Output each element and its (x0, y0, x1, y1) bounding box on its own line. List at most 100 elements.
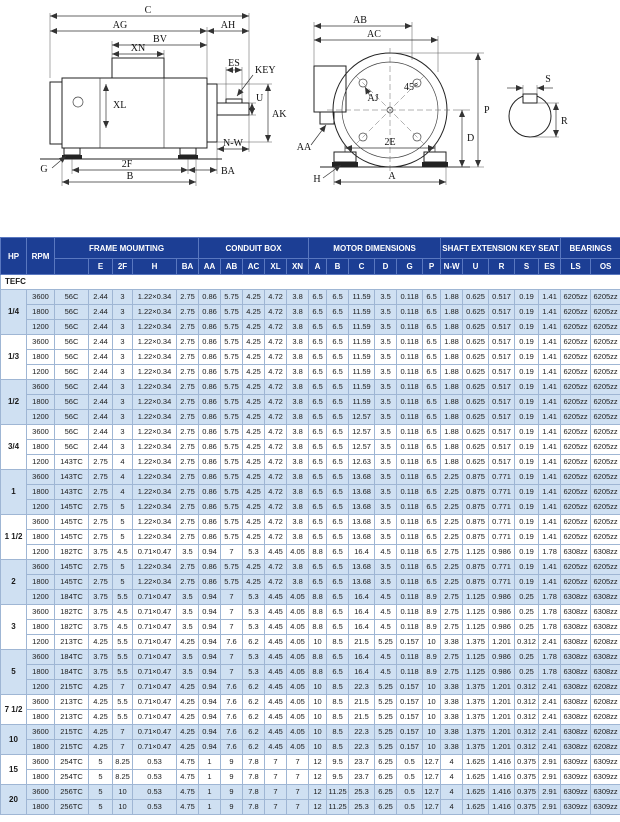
value-cell: 1.201 (488, 709, 516, 725)
value-cell: 6308zz (590, 619, 620, 635)
value-cell: 9 (220, 769, 244, 785)
value-cell: 4.25 (242, 484, 266, 500)
value-cell: 0.517 (488, 409, 516, 425)
value-cell: 1.22×0.34 (132, 394, 177, 410)
value-cell: 0.86 (198, 529, 222, 545)
value-cell: 0.86 (198, 469, 222, 485)
value-cell: 11.59 (348, 334, 376, 350)
value-cell: 0.94 (198, 619, 222, 635)
value-cell: 6308zz (560, 724, 592, 740)
value-cell: 6308zz (590, 604, 620, 620)
value-cell: 1.22×0.34 (132, 439, 177, 455)
value-cell: 6205zz (590, 364, 620, 380)
value-cell: 6.5 (326, 544, 350, 560)
sub-header-e: E (88, 258, 113, 275)
value-cell: 7 (220, 589, 244, 605)
sub-header-2f: 2F (112, 258, 133, 275)
value-cell: 0.19 (514, 454, 540, 470)
value-cell: 4.72 (264, 454, 288, 470)
rpm-cell: 1800 (26, 304, 55, 320)
value-cell: 6205zz (560, 574, 592, 590)
frame-cell: 145TC (54, 499, 89, 515)
value-cell: 10 (308, 739, 328, 755)
value-cell: 4.72 (264, 394, 288, 410)
value-cell: 0.157 (396, 634, 424, 650)
value-cell: 3.38 (440, 724, 464, 740)
value-cell: 7.6 (220, 709, 244, 725)
value-cell: 7 (220, 619, 244, 635)
value-cell: 4.25 (242, 304, 266, 320)
value-cell: 5 (112, 529, 133, 545)
value-cell: 1.41 (538, 559, 562, 575)
value-cell: 7.6 (220, 694, 244, 710)
value-cell: 12.57 (348, 439, 376, 455)
value-cell: 25.3 (348, 784, 376, 800)
sub-header-xn: XN (286, 258, 310, 275)
value-cell: 1.41 (538, 289, 562, 305)
value-cell: 0.71×0.47 (132, 664, 177, 680)
sub-header-frame (54, 258, 89, 275)
value-cell: 5.3 (242, 664, 266, 680)
value-cell: 0.5 (396, 754, 424, 770)
value-cell: 3.38 (440, 709, 464, 725)
value-cell: 0.86 (198, 319, 222, 335)
value-cell: 6.5 (422, 304, 442, 320)
rpm-cell: 1200 (26, 319, 55, 335)
value-cell: 5.75 (220, 439, 244, 455)
value-cell: 0.118 (396, 439, 424, 455)
value-cell: 6205zz (590, 409, 620, 425)
value-cell: 0.71×0.47 (132, 619, 177, 635)
value-cell: 6.5 (326, 334, 350, 350)
frame-cell: 143TC (54, 484, 89, 500)
value-cell: 0.19 (514, 304, 540, 320)
value-cell: 6.5 (308, 334, 328, 350)
value-cell: 4.45 (264, 649, 288, 665)
value-cell: 2.44 (88, 379, 113, 395)
value-cell: 6205zz (590, 499, 620, 515)
value-cell: 0.86 (198, 454, 222, 470)
value-cell: 6208zz (590, 679, 620, 695)
value-cell: 5.75 (220, 319, 244, 335)
value-cell: 4 (440, 754, 464, 770)
value-cell: 6.5 (326, 289, 350, 305)
value-cell: 2.44 (88, 424, 113, 440)
value-cell: 1.88 (440, 364, 464, 380)
rpm-cell: 1200 (26, 364, 55, 380)
angle-label-45: 45° (404, 82, 418, 93)
value-cell: 4.25 (242, 379, 266, 395)
value-cell: 1.88 (440, 334, 464, 350)
value-cell: 1.22×0.34 (132, 559, 177, 575)
value-cell: 0.517 (488, 394, 516, 410)
value-cell: 4.25 (175, 634, 200, 650)
dim-label-ab: AB (353, 15, 367, 26)
value-cell: 4.72 (264, 574, 288, 590)
value-cell: 0.94 (198, 724, 222, 740)
value-cell: 0.86 (198, 409, 222, 425)
value-cell: 0.118 (396, 649, 424, 665)
value-cell: 16.4 (348, 589, 376, 605)
value-cell: 6308zz (560, 619, 592, 635)
value-cell: 8.25 (112, 754, 133, 770)
value-cell: 3 (112, 439, 133, 455)
value-cell: 0.19 (514, 424, 540, 440)
rpm-cell: 1800 (26, 349, 55, 365)
rpm-cell: 3600 (26, 559, 55, 575)
value-cell: 0.19 (514, 499, 540, 515)
value-cell: 3.5 (374, 379, 398, 395)
value-cell: 3.5 (374, 574, 398, 590)
value-cell: 6308zz (560, 649, 592, 665)
value-cell: 4.5 (374, 544, 398, 560)
value-cell: 0.71×0.47 (132, 589, 177, 605)
value-cell: 6308zz (560, 634, 592, 650)
value-cell: 6.5 (308, 364, 328, 380)
value-cell: 1 (198, 754, 222, 770)
motor-front-view: AB AC AJ 45° P D AA H 2E A (297, 15, 490, 185)
value-cell: 0.86 (198, 439, 222, 455)
hp-label: 10 (0, 724, 27, 755)
value-cell: 11.25 (326, 799, 350, 815)
value-cell: 12.57 (348, 424, 376, 440)
